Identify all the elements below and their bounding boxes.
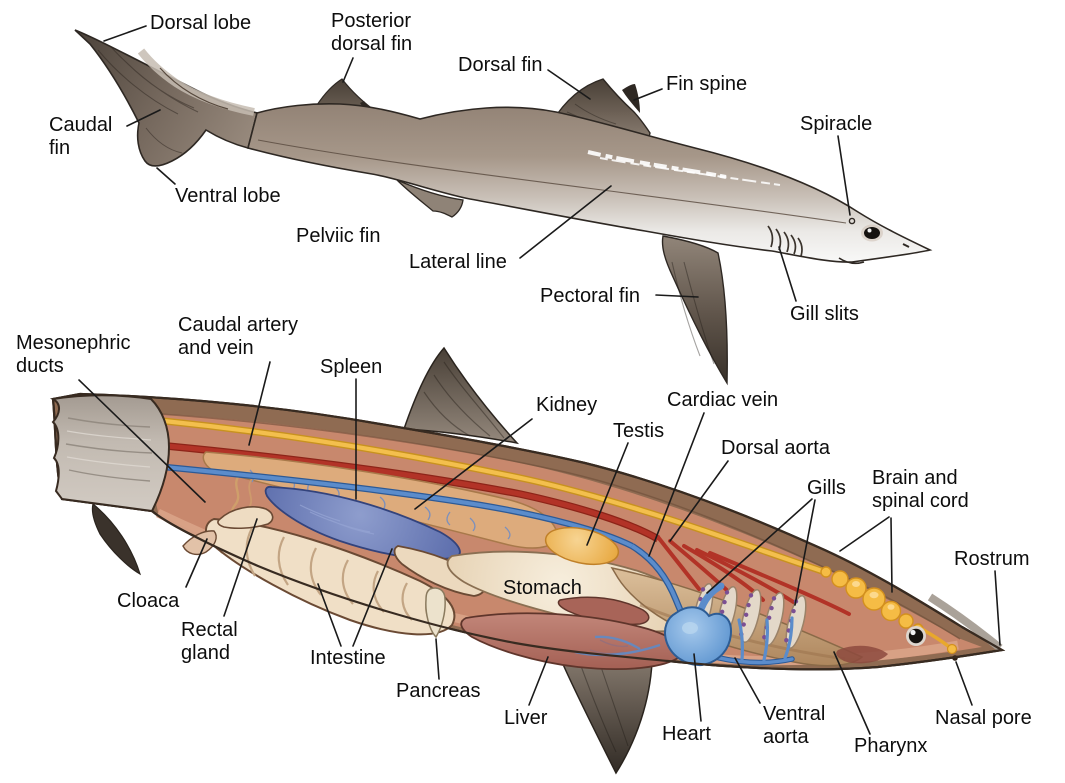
organ-heart	[664, 582, 733, 667]
label-gills: Gills	[807, 477, 846, 499]
leader-pectoral-fin	[655, 294, 699, 298]
label-gill-slits: Gill slits	[790, 303, 859, 325]
label-stomach: Stomach	[503, 577, 582, 599]
leader-nasal-pore	[955, 661, 973, 706]
jaw-shape	[836, 645, 888, 664]
vessel-caudal-vein	[153, 462, 634, 549]
leader-dorsal-fin	[547, 69, 591, 100]
leader-ventral-lobe	[156, 167, 176, 185]
leader-brain-spinal-cord-right	[890, 517, 893, 593]
leader-kidney	[414, 418, 533, 510]
leader-caudal-artery-and-vein	[248, 361, 271, 446]
fin-spine-shape	[622, 84, 640, 113]
dorsal-fin-internal	[402, 346, 520, 445]
body-outline	[51, 392, 1006, 671]
label-lateral-line: Lateral line	[409, 251, 507, 273]
gill-slits-shape	[767, 225, 803, 257]
organ-testis	[544, 526, 620, 566]
tail-stump	[49, 394, 171, 513]
leader-intestine-right	[352, 548, 393, 647]
leader-rostrum	[994, 570, 1001, 646]
label-pelviic-fin: Pelviic fin	[296, 225, 381, 247]
label-dorsal-aorta: Dorsal aorta	[721, 437, 830, 459]
label-caudal-fin: Caudal fin	[49, 114, 113, 160]
pectoral-fin-shape	[661, 235, 728, 386]
label-fin-spine: Fin spine	[666, 73, 748, 95]
leader-liver	[528, 656, 549, 706]
eye-internal	[906, 626, 926, 646]
vessel-caudal-artery	[166, 442, 660, 543]
leader-testis	[586, 442, 629, 546]
label-heart: Heart	[662, 723, 711, 745]
label-pancreas: Pancreas	[396, 680, 481, 702]
label-caudal-artery-and-vein: Caudal artery and vein	[178, 314, 299, 360]
label-rostrum: Rostrum	[954, 548, 1030, 570]
eye-external	[861, 224, 883, 242]
label-liver: Liver	[504, 707, 548, 729]
label-rectal-gland: Rectal gland	[181, 619, 238, 665]
label-mesonephric-ducts: Mesonephric ducts	[16, 332, 131, 378]
leader-cardiac-vein	[648, 412, 705, 557]
nostril-shape	[902, 243, 910, 248]
label-dorsal-lobe: Dorsal lobe	[150, 12, 252, 34]
shark-body	[247, 103, 933, 263]
leader-fin-spine	[633, 88, 663, 101]
label-spiracle: Spiracle	[800, 113, 873, 135]
caudal-fin-shape	[74, 29, 258, 167]
vessel-spinal-cord	[163, 417, 824, 575]
label-kidney: Kidney	[536, 394, 598, 416]
label-testis: Testis	[613, 420, 665, 442]
organ-cloaca	[182, 530, 217, 556]
leader-gills-right	[794, 499, 816, 606]
leader-pancreas	[435, 638, 440, 680]
label-intestine: Intestine	[310, 647, 386, 669]
pelvic-fin-shape	[396, 179, 464, 218]
label-ventral-lobe: Ventral lobe	[175, 185, 281, 207]
external-shark	[74, 29, 933, 386]
leader-pharynx	[833, 651, 871, 735]
leader-dorsal-lobe	[103, 25, 147, 42]
label-posterior-dorsal-fin: Posterior dorsal fin	[331, 10, 413, 56]
internal-shark	[49, 346, 1006, 775]
organ-liver	[460, 596, 683, 671]
leader-heart	[693, 653, 702, 722]
back-highlight	[587, 150, 781, 186]
label-ventral-aorta: Ventral aorta	[763, 703, 826, 749]
label-spleen: Spleen	[320, 356, 383, 378]
mouth-shape	[838, 257, 865, 265]
label-cloaca: Cloaca	[117, 590, 180, 612]
leader-cloaca	[185, 538, 208, 588]
leader-gill-slits	[778, 246, 797, 302]
label-cardiac-vein: Cardiac vein	[667, 389, 779, 411]
pelvic-fin-internal	[91, 502, 142, 576]
leader-lateral-line	[519, 185, 612, 259]
leader-gills-left	[706, 498, 813, 594]
leader-spiracle	[837, 135, 851, 216]
leader-intestine-left	[317, 583, 342, 647]
leader-posterior-dorsal-fin	[342, 57, 354, 83]
leader-rectal-gland	[223, 518, 258, 617]
label-brain-and-spinal-cord: Brain and spinal cord	[872, 467, 969, 513]
label-pectoral-fin: Pectoral fin	[540, 285, 641, 307]
leader-brain-spinal-cord-left	[839, 516, 890, 552]
rostrum-edge	[927, 593, 1003, 652]
leader-ventral-aorta	[734, 657, 761, 704]
label-dorsal-fin: Dorsal fin	[458, 54, 543, 76]
label-pharynx: Pharynx	[854, 735, 928, 757]
vessel-branchial-arteries	[656, 535, 851, 616]
lateral-line-shape	[257, 139, 847, 224]
label-nasal-pore: Nasal pore	[935, 707, 1032, 729]
organ-rectal-gland	[217, 506, 274, 530]
leader-dorsal-aorta	[669, 460, 729, 542]
dorsal-fin-streaks	[423, 361, 505, 439]
leader-mesonephric-ducts	[78, 379, 206, 503]
spiracle-shape	[848, 217, 856, 225]
organ-brain	[820, 566, 958, 655]
leader-lines	[78, 25, 1001, 735]
leader-caudal-fin	[126, 109, 161, 127]
